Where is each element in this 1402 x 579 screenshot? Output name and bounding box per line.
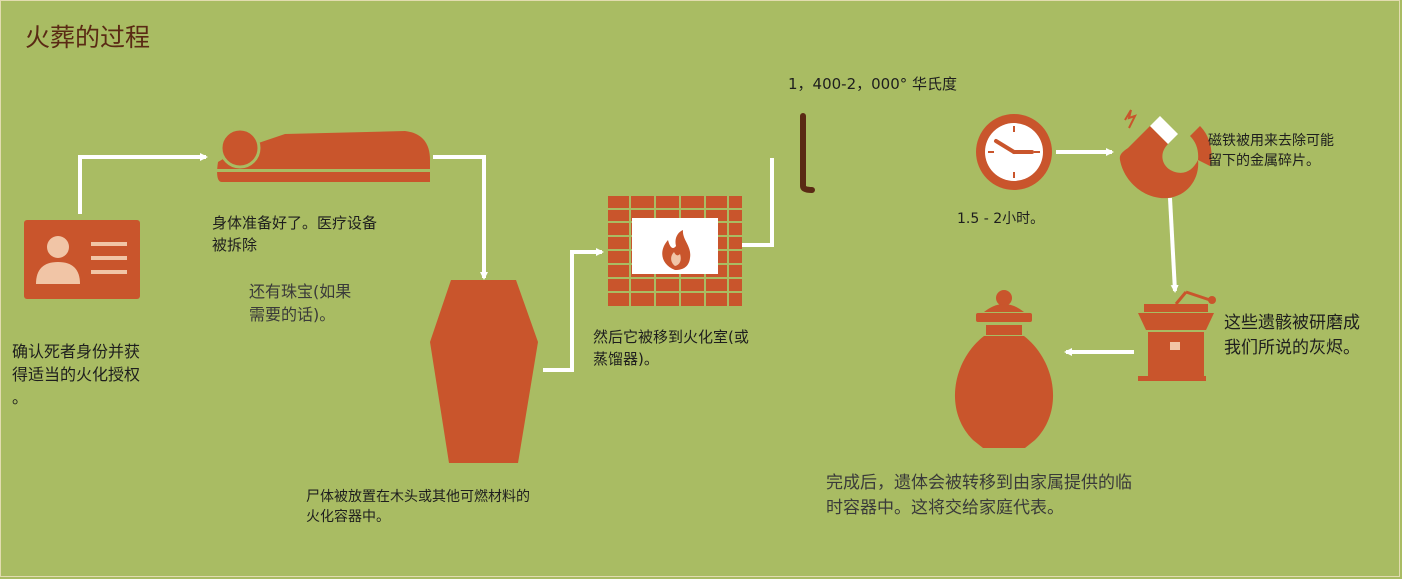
grind-line-2: 我们所说的灰烬。 — [1224, 337, 1360, 358]
magnet-icon — [1119, 109, 1212, 199]
identify-line-3: 。 — [12, 388, 29, 408]
urn-text: 完成后，遗体会被转移到由家属提供的临 时容器中。这将交给家庭代表。 — [826, 471, 1132, 520]
arrow-furnace-to-temperature — [737, 158, 774, 247]
jewelry-line-2: 需要的话)。 — [249, 305, 336, 325]
thermometer-icon — [800, 113, 815, 193]
prepare-line-2: 被拆除 — [212, 235, 258, 254]
prepare-text: 身体准备好了。医疗设备 被拆除 — [212, 213, 377, 257]
identify-text: 确认死者身份并获 得适当的火化授权 。 — [12, 340, 140, 410]
casket-text: 尸体被放置在木头或其他可燃材料的 火化容器中。 — [306, 487, 530, 528]
arrow-magnet-to-grinder — [1168, 197, 1179, 293]
grinder-icon — [1138, 290, 1216, 381]
identify-line-1: 确认死者身份并获 — [12, 342, 141, 361]
duration-text: 1.5 - 2小时。 — [957, 211, 1045, 227]
arrow-id-to-body — [78, 153, 208, 214]
magnet-line-1: 磁铁被用来去除可能 — [1208, 133, 1334, 149]
urn-line-1: 完成后，遗体会被转移到由家属提供的临 — [826, 473, 1132, 493]
casket-line-2: 火化容器中。 — [306, 509, 390, 526]
casket-line-1: 尸体被放置在木头或其他可燃材料的 — [306, 489, 530, 505]
identify-line-2: 得适当的火化授权 — [12, 365, 141, 385]
clock-icon — [976, 114, 1052, 190]
furnace-icon — [608, 196, 742, 306]
magnet-line-2: 留下的金属碎片。 — [1208, 153, 1320, 170]
urn-icon — [954, 290, 1054, 448]
magnet-text: 磁铁被用来去除可能 留下的金属碎片。 — [1208, 131, 1334, 172]
arrow-casket-to-furnace — [543, 248, 604, 372]
jewelry-line-1: 还有珠宝(如果 — [249, 282, 352, 301]
grind-line-1: 这些遗骸被研磨成 — [1224, 313, 1360, 333]
retort-line-2: 蒸馏器)。 — [593, 349, 659, 368]
casket-icon — [430, 280, 538, 463]
prepare-line-1: 身体准备好了。医疗设备 — [212, 214, 378, 232]
urn-line-2: 时容器中。这将交给家庭代表。 — [826, 497, 1064, 518]
retort-text: 然后它被移到火化室(或 蒸馏器)。 — [593, 327, 749, 371]
grind-text: 这些遗骸被研磨成 我们所说的灰烬。 — [1224, 311, 1360, 360]
page-title: 火葬的过程 — [25, 23, 151, 52]
temperature-text: 1，400-2，000° 华氏度 — [788, 75, 958, 93]
body-lying-icon — [216, 127, 430, 182]
arrow-body-to-casket — [433, 155, 488, 280]
id-card-icon — [24, 220, 140, 299]
retort-line-1: 然后它被移到火化室(或 — [593, 328, 749, 346]
jewelry-text: 还有珠宝(如果 需要的话)。 — [249, 280, 351, 326]
